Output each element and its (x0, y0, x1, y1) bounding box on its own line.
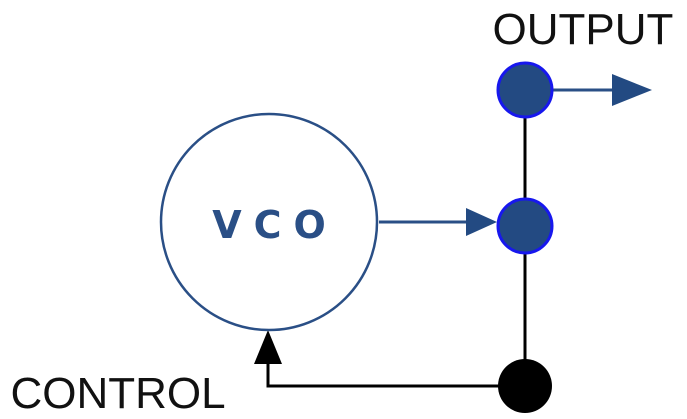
vco-label: VCO (212, 203, 338, 247)
vco-block (159, 112, 379, 332)
control-label: CONTROL (10, 369, 225, 418)
control-node (498, 359, 552, 413)
output-arrowhead (612, 74, 652, 106)
output-node (496, 61, 554, 119)
feedback-wire (266, 362, 525, 388)
output-label: OUTPUT (493, 5, 674, 54)
vco-output-arrowhead (466, 208, 497, 236)
junction-node (496, 197, 554, 255)
feedback-arrowhead (254, 330, 282, 364)
